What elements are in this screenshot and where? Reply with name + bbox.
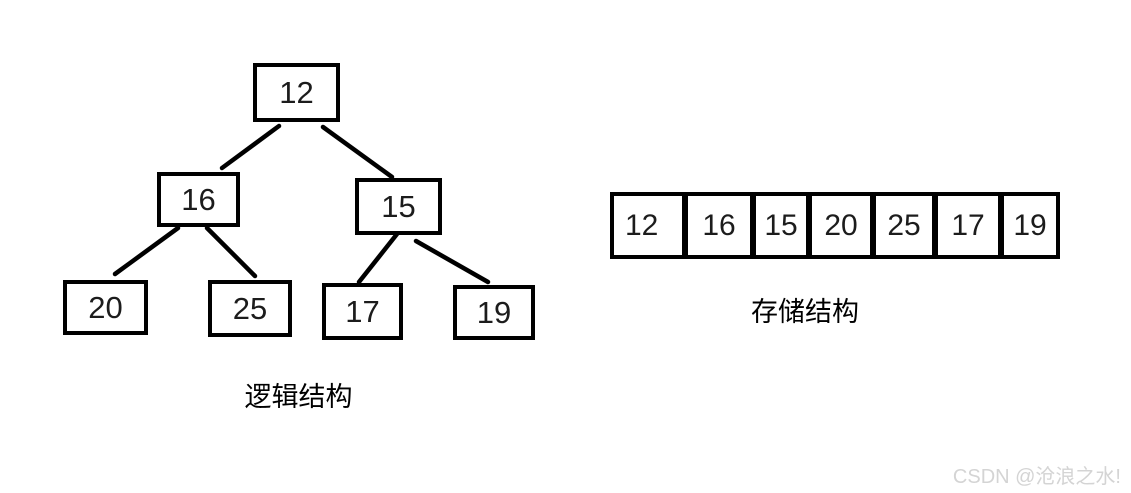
- edge-12-15: [320, 124, 395, 180]
- tree-node-right: 15: [355, 178, 442, 235]
- tree-node-value: 12: [279, 74, 314, 110]
- storage-structure-label: 存储结构: [751, 297, 859, 327]
- csdn-watermark: CSDN @沧浪之水!: [952, 466, 1121, 488]
- tree-node-value: 19: [476, 294, 512, 330]
- tree-node-value: 17: [345, 293, 380, 329]
- edge-16-20: [112, 225, 181, 277]
- edge-16-25: [204, 225, 258, 279]
- tree-node-value: 20: [88, 289, 123, 325]
- tree-node-leaf: 19: [453, 285, 535, 340]
- tree-node-leaf: 20: [63, 280, 148, 335]
- array-cell: 17: [934, 192, 1002, 259]
- array-cell: 19: [1000, 192, 1060, 259]
- tree-node-leaf: 17: [322, 283, 403, 340]
- tree-node-left: 16: [157, 172, 240, 227]
- tree-node-value: 16: [181, 181, 216, 217]
- array-cell: 15: [752, 192, 810, 259]
- tree-node-value: 15: [381, 188, 416, 224]
- array-cell: 16: [684, 192, 754, 259]
- storage-array: 12 16 15 20 25 17 19: [610, 192, 1060, 259]
- tree-node-value: 25: [232, 290, 268, 326]
- tree-node-root: 12: [253, 63, 340, 122]
- edge-15-19: [413, 238, 491, 285]
- array-cell: 25: [872, 192, 936, 259]
- edge-15-17: [356, 231, 400, 285]
- array-cell: 12: [610, 192, 686, 259]
- tree-node-leaf: 25: [208, 280, 292, 337]
- logical-structure-label: 逻辑结构: [244, 382, 353, 412]
- edge-12-16: [219, 123, 282, 171]
- array-cell: 20: [808, 192, 874, 259]
